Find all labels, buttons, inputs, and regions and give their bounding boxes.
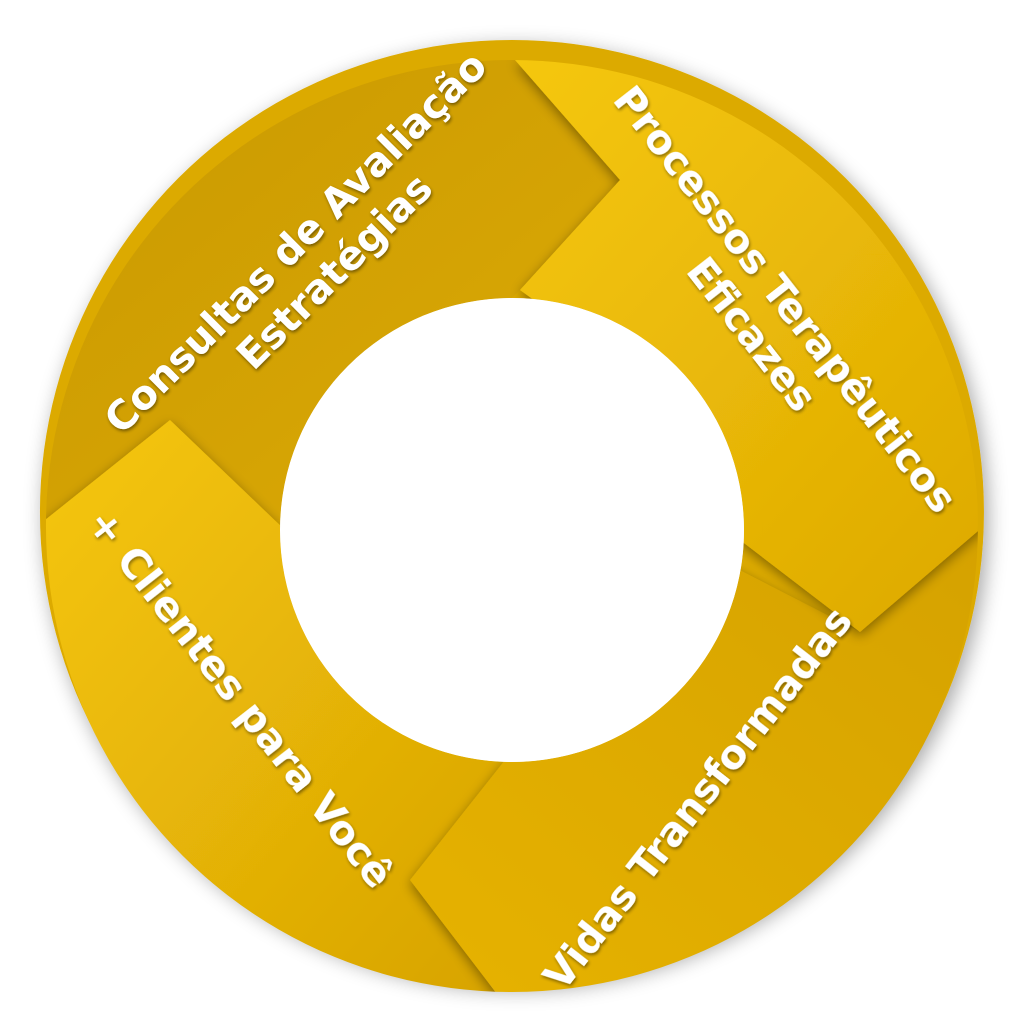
center-hole <box>280 298 744 762</box>
